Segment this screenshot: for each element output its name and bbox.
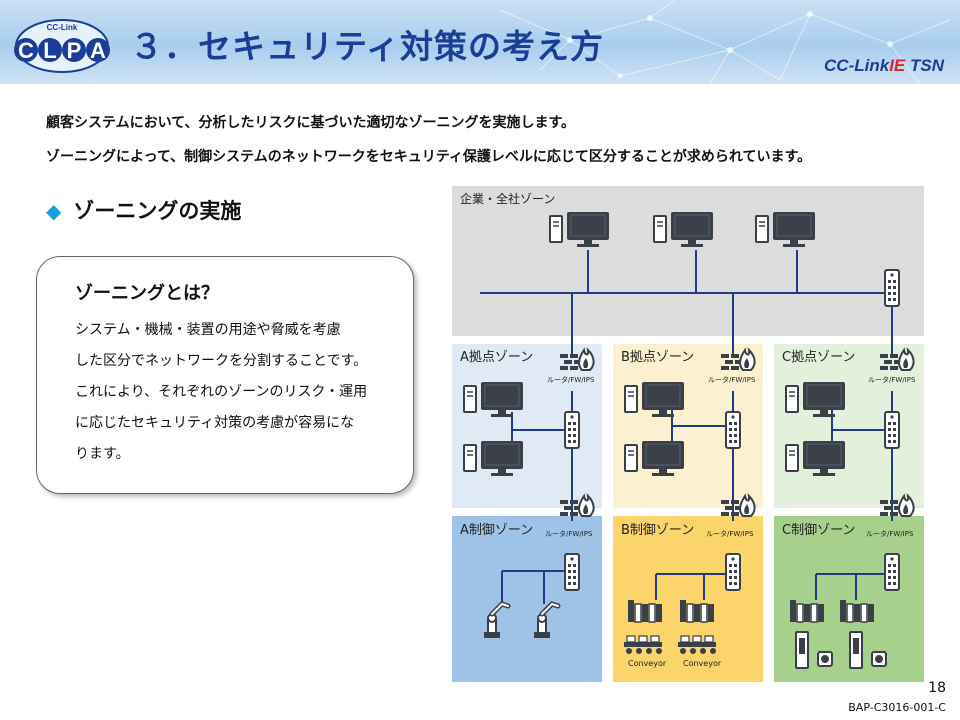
enterprise-zone bbox=[452, 186, 924, 336]
svg-text:L: L bbox=[43, 38, 56, 63]
network-switch-icon bbox=[564, 411, 580, 449]
firewall-label: ルータ/FW/IPS bbox=[706, 529, 754, 538]
section-title: ゾーニングの実施 bbox=[73, 199, 242, 223]
definition-callout: ゾーニングとは？ システム・機械・装置の用途や脅威を考慮 した区分でネットワーク… bbox=[36, 256, 414, 494]
callout-line: ります。 bbox=[75, 446, 130, 462]
firewall-label: ルータ/FW/IPS bbox=[547, 375, 595, 384]
page-title: ３．セキュリティ対策の考え方 bbox=[130, 27, 605, 66]
document-id: BAP-C3016-001-C bbox=[848, 701, 946, 714]
network-switch-icon bbox=[564, 553, 580, 591]
zone-control-b-label: B制御ゾーン bbox=[621, 523, 694, 538]
zone-control-b bbox=[613, 516, 763, 682]
zone-control-a bbox=[452, 516, 602, 682]
callout-line: システム・機械・装置の用途や脅威を考慮 bbox=[75, 322, 341, 338]
page-number: 18 bbox=[928, 680, 946, 696]
zone-control-a-label: A制御ゾーン bbox=[460, 523, 533, 538]
callout-body: システム・機械・装置の用途や脅威を考慮 した区分でネットワークを分割することです… bbox=[75, 315, 405, 470]
zoning-diagram: 企業・全社ゾーン A拠点ゾーン B拠点ゾーン C拠点ゾーン A制御ゾーン B制御… bbox=[452, 186, 924, 682]
svg-text:CC-Link: CC-Link bbox=[47, 23, 78, 32]
header-banner: CC-Link C L P A ３．セキュリティ対策の考え方 CC-LinkIE… bbox=[0, 0, 960, 84]
conveyor-label: Conveyor bbox=[628, 659, 667, 668]
enterprise-zone-label: 企業・全社ゾーン bbox=[460, 191, 555, 206]
intro-line-1: 顧客システムにおいて、分析したリスクに基づいた適切なゾーニングを実施します。 bbox=[46, 115, 576, 131]
network-switch-icon bbox=[884, 269, 900, 307]
svg-text:P: P bbox=[67, 38, 82, 63]
diamond-bullet-icon: ◆ bbox=[46, 199, 62, 223]
zone-control-c-label: C制御ゾーン bbox=[782, 523, 855, 538]
callout-title: ゾーニングとは？ bbox=[75, 283, 219, 304]
cc-link-ie-tsn-logo: CC-LinkIE TSN bbox=[824, 56, 944, 75]
section-heading: ◆ ゾーニングの実施 bbox=[46, 195, 241, 225]
network-switch-icon bbox=[725, 553, 741, 591]
zone-base-b-label: B拠点ゾーン bbox=[621, 350, 694, 365]
svg-text:A: A bbox=[90, 38, 106, 63]
firewall-label: ルータ/FW/IPS bbox=[545, 529, 593, 538]
network-switch-icon bbox=[725, 411, 741, 449]
header-network-pattern bbox=[499, 0, 951, 84]
conveyor-label: Conveyor bbox=[683, 659, 722, 668]
zone-base-a-label: A拠点ゾーン bbox=[460, 350, 533, 365]
svg-text:C: C bbox=[18, 38, 34, 63]
intro-text: 顧客システムにおいて、分析したリスクに基づいた適切なゾーニングを実施します。 ゾ… bbox=[46, 106, 811, 174]
clpa-logo: CC-Link C L P A bbox=[14, 19, 110, 73]
callout-line: した区分でネットワークを分割することです。 bbox=[75, 353, 368, 369]
firewall-label: ルータ/FW/IPS bbox=[708, 375, 756, 384]
network-switch-icon bbox=[884, 553, 900, 591]
callout-line: これにより、それぞれのゾーンのリスク・運用 bbox=[75, 384, 368, 400]
callout-line: に応じたセキュリティ対策の考慮が容易にな bbox=[75, 415, 355, 431]
firewall-label: ルータ/FW/IPS bbox=[866, 529, 914, 538]
intro-line-2: ゾーニングによって、制御システムのネットワークをセキュリティ保護レベルに応じて区… bbox=[46, 149, 812, 165]
firewall-label: ルータ/FW/IPS bbox=[868, 375, 916, 384]
network-switch-icon bbox=[884, 411, 900, 449]
zone-base-c-label: C拠点ゾーン bbox=[782, 350, 855, 365]
